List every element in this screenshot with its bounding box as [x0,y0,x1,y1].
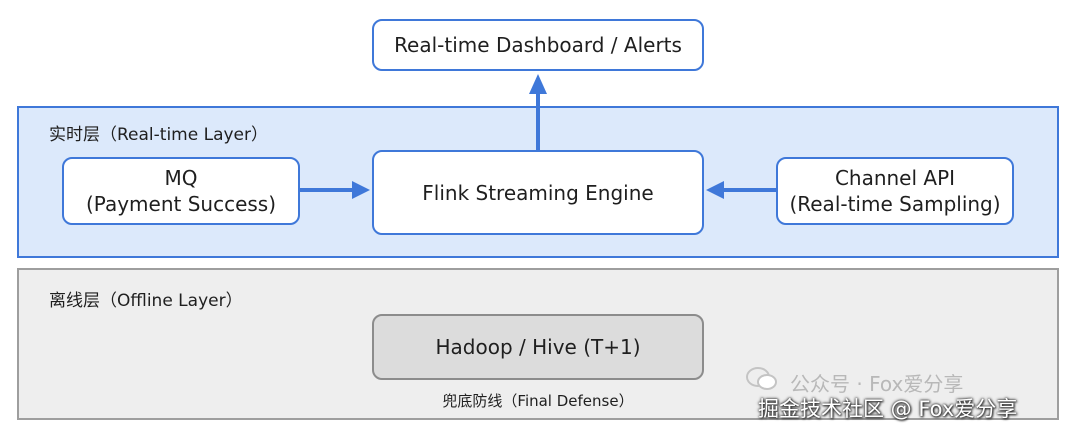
edge-channel-to-flink [706,181,776,199]
dashboard-label: Real-time Dashboard / Alerts [394,33,682,57]
channel-api-label-line1: Channel API [834,166,956,190]
offline-layer-title: 离线层（Offline Layer） [49,291,243,311]
hadoop-node: Hadoop / Hive (T+1) [372,314,704,380]
realtime-layer-title: 实时层（Real-time Layer） [49,125,268,145]
mq-label-line1: MQ [164,166,198,190]
flink-label: Flink Streaming Engine [422,180,654,205]
channel-api-label-line2: (Real-time Sampling) [789,192,1001,216]
edge-mq-to-flink [300,181,370,199]
mq-label-line2: (Payment Success) [85,192,277,216]
dashboard-node: Real-time Dashboard / Alerts [372,19,704,71]
offline-layer: 离线层（Offline Layer） [17,268,1059,420]
site-watermark: 掘金技术社区 @ Fox爱分享 [758,397,1018,421]
final-defense-label: 兜底防线（Final Defense） [442,392,634,410]
channel-api-node: Channel API (Real-time Sampling) [776,157,1014,225]
account-watermark-text: 公众号 · Fox爱分享 [790,372,964,396]
mq-node: MQ (Payment Success) [62,157,300,225]
flink-node: Flink Streaming Engine [372,150,704,235]
edge-flink-to-dashboard [529,74,547,150]
wechat-icon [746,367,777,390]
hadoop-label: Hadoop / Hive (T+1) [435,335,641,359]
account-watermark: 公众号 · Fox爱分享 [752,368,963,397]
